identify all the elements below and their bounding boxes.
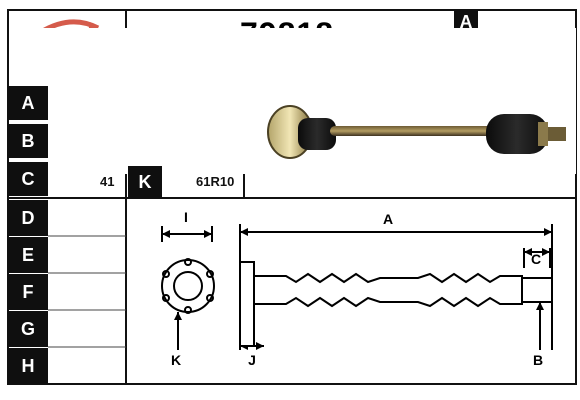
row-label-b: B — [8, 124, 48, 158]
k-label: K — [128, 166, 162, 198]
dim-i: I — [184, 209, 188, 225]
dim-a: A — [383, 211, 393, 227]
dim-j: J — [248, 352, 256, 368]
row-label-d: D — [8, 200, 48, 236]
dim-b: B — [533, 352, 543, 368]
row-label-c: C — [8, 162, 48, 196]
dim-k: K — [171, 352, 181, 368]
technical-diagram: I K A C J B — [161, 209, 553, 368]
drive-shaft-photo — [267, 105, 566, 159]
row-label-h: H — [8, 348, 48, 384]
row-value-c: 41 — [100, 174, 115, 189]
k-value: 61R10 — [196, 174, 235, 189]
row-label-a: A — [8, 86, 48, 120]
row-label-f: F — [8, 274, 48, 310]
row-label-e: E — [8, 237, 48, 273]
dim-c: C — [531, 251, 541, 267]
row-label-g: G — [8, 311, 48, 347]
